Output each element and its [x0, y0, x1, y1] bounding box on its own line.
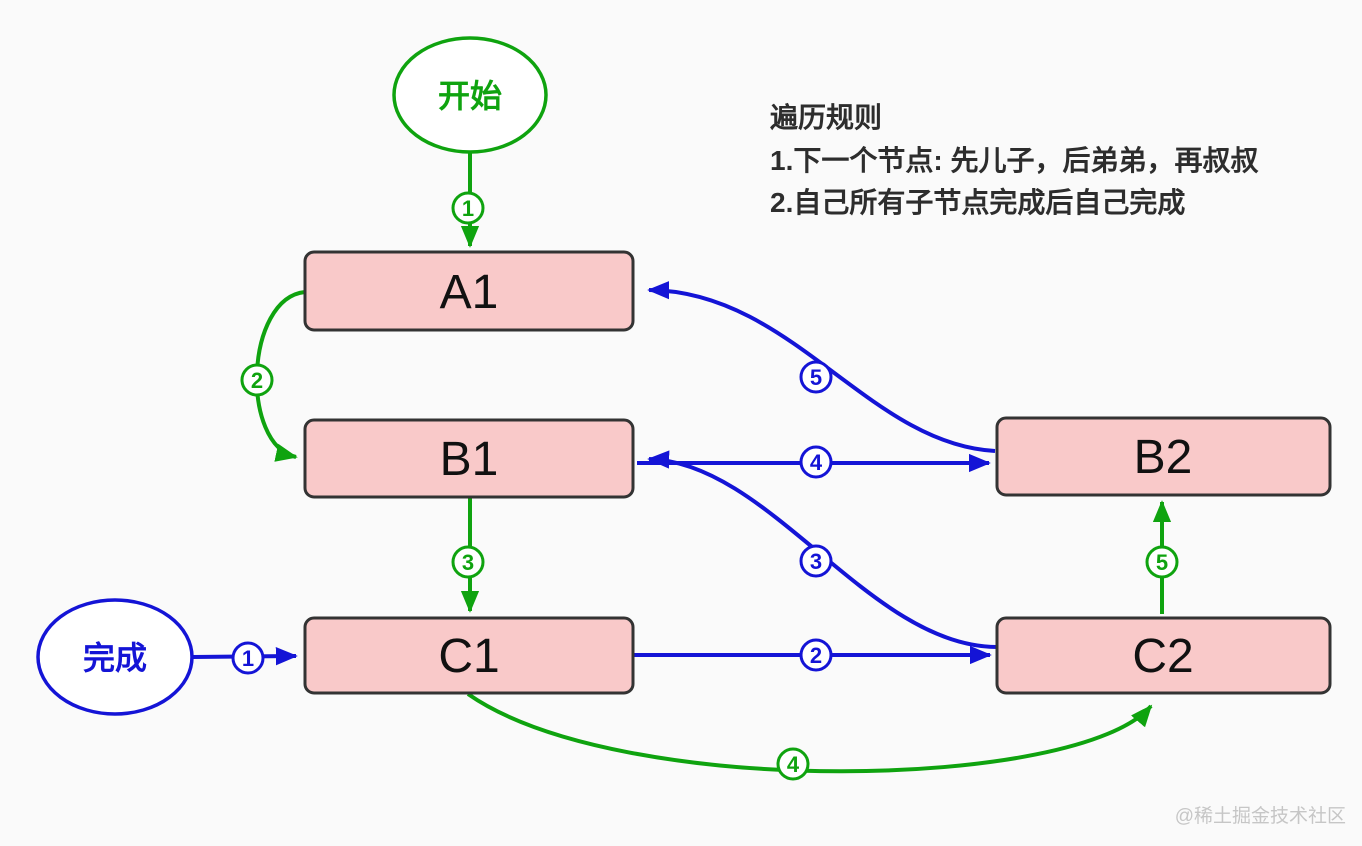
svg-text:4: 4: [810, 450, 823, 475]
finish-label: 完成: [83, 640, 147, 676]
blue-step-badge-3: 3: [799, 544, 833, 578]
node-a1-box: [303, 250, 635, 332]
svg-text:1: 1: [242, 646, 254, 671]
node-b1-box: [303, 418, 635, 499]
node-c1-box: [303, 616, 635, 695]
node-c2-box: [995, 616, 1332, 695]
svg-text:5: 5: [1156, 550, 1168, 575]
svg-text:2: 2: [251, 368, 263, 393]
node-a1-label: A1: [440, 266, 499, 319]
node-b1-label: B1: [440, 433, 499, 486]
svg-text:5: 5: [810, 365, 822, 390]
node-c2-label: C2: [1132, 630, 1193, 683]
node-c2: C2: [995, 616, 1332, 695]
svg-text:1: 1: [462, 196, 474, 221]
watermark-text: @稀土掘金技术社区: [1175, 805, 1346, 827]
finish-ellipse: [36, 598, 194, 716]
blue-step-badge-4: 4: [799, 445, 833, 479]
finish-node: 完成: [36, 598, 194, 716]
green-step-badge-4: 4: [776, 747, 810, 781]
green-step-badge-2: 2: [240, 363, 274, 397]
start-ellipse: [392, 36, 548, 154]
green-step-badge-5: 5: [1145, 545, 1179, 579]
node-b2: B2: [995, 416, 1332, 497]
svg-text:3: 3: [462, 550, 474, 575]
rules-title: 遍历规则: [770, 102, 882, 133]
node-c1: C1: [303, 616, 635, 695]
rules-block: 遍历规则 1.下一个节点: 先儿子，后弟弟，再叔叔 2.自己所有子节点完成后自己…: [770, 102, 1259, 218]
green-step-badge-3: 3: [451, 545, 485, 579]
blue-step-badge-2: 2: [799, 638, 833, 672]
blue-step-badge-1: 1: [231, 641, 265, 675]
edge-green-c1-to-c2: [466, 692, 1153, 774]
svg-text:3: 3: [810, 549, 822, 574]
node-b2-box: [995, 416, 1332, 497]
node-b1: B1: [303, 418, 635, 499]
node-b2-label: B2: [1134, 431, 1193, 484]
svg-text:4: 4: [787, 752, 800, 777]
rules-line2: 2.自己所有子节点完成后自己完成: [770, 186, 1185, 218]
start-node: 开始: [392, 36, 548, 154]
node-a1: A1: [303, 250, 635, 332]
green-step-badge-1: 1: [451, 191, 485, 225]
svg-text:2: 2: [810, 643, 822, 668]
rules-line1: 1.下一个节点: 先儿子，后弟弟，再叔叔: [770, 145, 1259, 176]
blue-step-badge-5: 5: [799, 360, 833, 394]
start-label: 开始: [438, 78, 502, 114]
node-c1-label: C1: [438, 630, 499, 683]
